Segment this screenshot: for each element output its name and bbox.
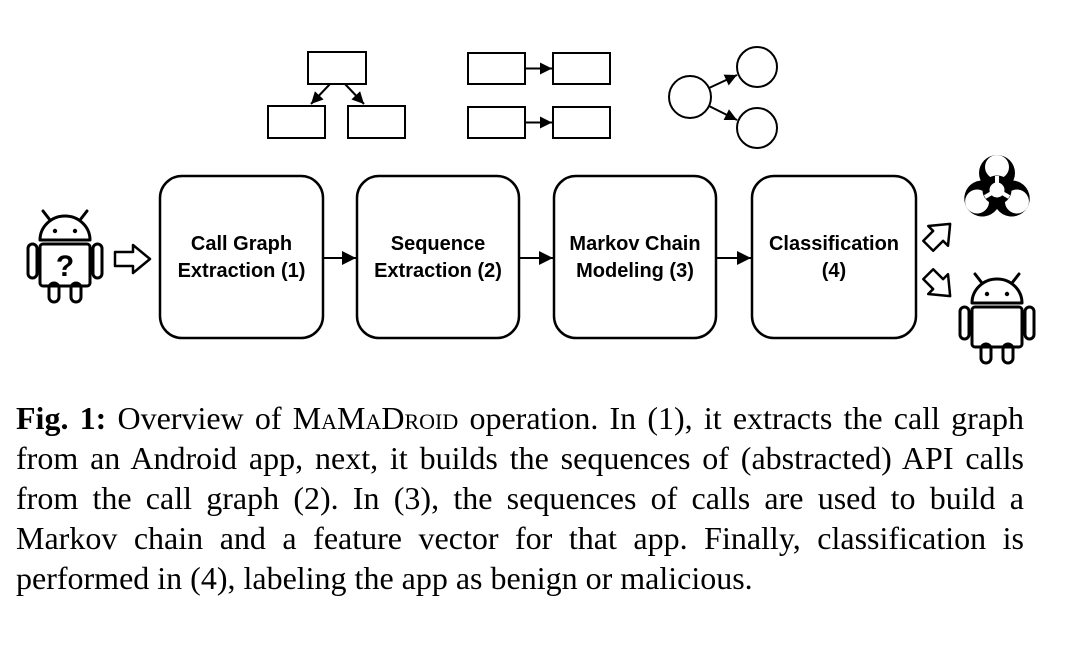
android-unknown-icon: ? — [26, 209, 104, 304]
malicious-arrow — [922, 222, 952, 252]
stage-classification: Classification (4) — [750, 174, 918, 340]
benign-arrow — [922, 268, 952, 298]
system-name: MaMaDroid — [292, 400, 459, 436]
stage-label: Markov Chain — [569, 233, 700, 255]
stage-markov-chain-modeling: Markov Chain Modeling (3) — [552, 174, 718, 340]
stage-label: (4) — [822, 260, 846, 282]
stage-label: Extraction (2) — [374, 260, 502, 282]
biohazard-icon — [964, 155, 1030, 217]
tree-graph-icon — [267, 51, 406, 139]
unknown-app-symbol: ? — [56, 250, 74, 283]
stage-label: Sequence — [391, 233, 485, 255]
input-arrow — [113, 243, 152, 275]
stage-sequence-extraction: Sequence Extraction (2) — [355, 174, 521, 340]
pipeline-diagram: ? Call Graph Extraction (1) Sequence Ext… — [26, 46, 1036, 365]
caption-text-after: operation. In (1), it extracts the call … — [16, 400, 1025, 596]
android-icon — [958, 272, 1036, 365]
sequence-pairs-icon — [467, 52, 611, 139]
stage-label: Call Graph — [191, 233, 292, 255]
caption-text-before: Overview of — [106, 400, 293, 436]
stage-call-graph-extraction: Call Graph Extraction (1) — [158, 174, 325, 340]
stage-label: Modeling (3) — [576, 260, 694, 282]
markov-chain-icon — [668, 46, 778, 149]
figure-caption: Fig. 1: Overview of MaMaDroid operation.… — [16, 398, 1024, 598]
stage-label: Extraction (1) — [178, 260, 306, 282]
stage-label: Classification — [769, 233, 899, 255]
figure-label: Fig. 1: — [16, 400, 107, 436]
